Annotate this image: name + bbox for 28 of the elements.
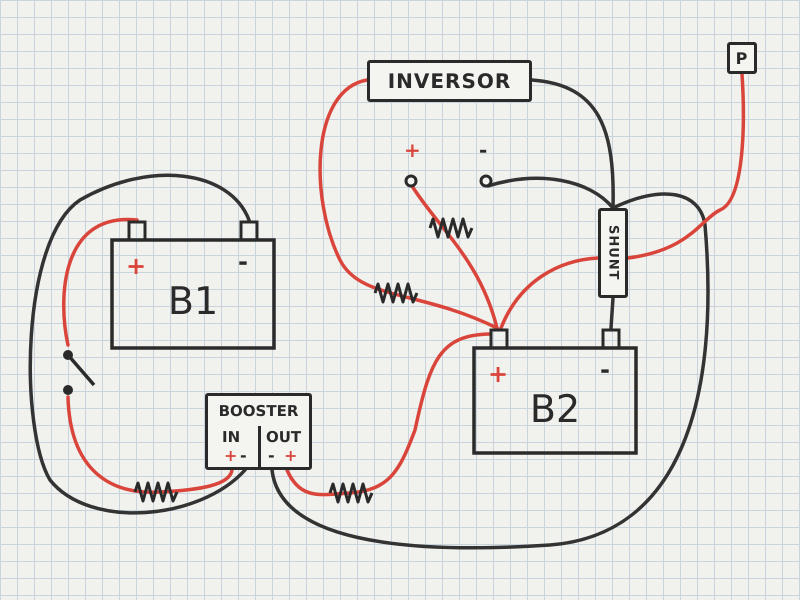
- battery-label: B2: [528, 390, 582, 428]
- wire: [318, 78, 499, 330]
- wire: [285, 332, 492, 496]
- port-label: IN: [222, 430, 240, 445]
- booster-box: [205, 393, 312, 470]
- panel-box: P: [727, 42, 757, 74]
- battery-label: B1: [166, 282, 220, 320]
- wire: [410, 184, 499, 330]
- wire: [62, 218, 139, 347]
- polarity-sign: +: [284, 448, 298, 464]
- booster-label: BOOSTER: [218, 404, 300, 419]
- port-label: OUT: [266, 430, 302, 445]
- polarity-sign: +: [404, 140, 421, 160]
- wire: [270, 192, 710, 550]
- polarity-sign: -: [479, 140, 488, 160]
- polarity-sign: +: [126, 254, 146, 278]
- polarity-sign: -: [240, 448, 247, 464]
- polarity-sign: +: [224, 448, 238, 464]
- wire: [499, 256, 600, 330]
- wire: [66, 395, 234, 494]
- polarity-sign: -: [238, 250, 248, 274]
- wire: [626, 72, 746, 260]
- wire: [609, 296, 615, 330]
- polarity-sign: +: [488, 362, 508, 386]
- inverter-box: INVERSOR: [367, 60, 532, 102]
- polarity-sign: -: [600, 358, 610, 382]
- shunt-box: SHUNT: [598, 208, 628, 298]
- polarity-sign: -: [268, 448, 275, 464]
